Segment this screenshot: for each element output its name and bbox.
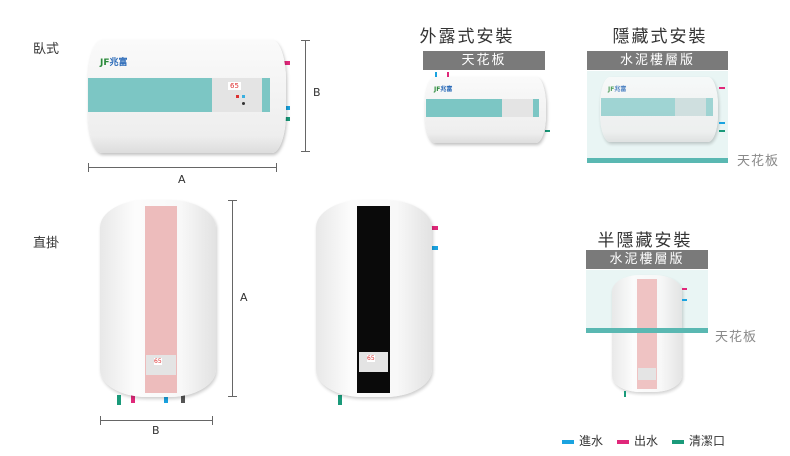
concrete-slab-bar-semi: 水泥樓層版 <box>586 250 708 269</box>
dimension-a: A <box>178 173 186 186</box>
ceiling-label: 天花板 <box>737 154 780 169</box>
inlet-pipe <box>282 106 290 110</box>
ceiling-bar: 天花板 <box>423 51 545 70</box>
dimension-b-vertical: B <box>152 424 160 437</box>
legend-outlet: 出水 <box>617 432 658 449</box>
ceiling-label-semi: 天花板 <box>715 330 758 345</box>
drain-pipe <box>282 117 290 121</box>
exposed-title: 外露式安裝 <box>419 27 515 47</box>
outlet-pipe <box>282 61 290 65</box>
concrete-slab-bar: 水泥樓層版 <box>587 51 728 70</box>
brand-logo: JF兆富 <box>100 58 128 68</box>
semi-title: 半隱藏安裝 <box>597 231 693 251</box>
hidden-title: 隱藏式安裝 <box>612 27 708 47</box>
legend-inlet: 進水 <box>562 432 603 449</box>
dimension-b: B <box>313 86 321 99</box>
legend: 進水 出水 清潔口 <box>562 432 725 449</box>
horizontal-label: 臥式 <box>33 42 60 57</box>
dimension-a-vertical: A <box>240 291 248 304</box>
control-panel: 65 <box>212 78 262 112</box>
vertical-label: 直掛 <box>33 236 60 251</box>
legend-drain: 清潔口 <box>672 432 725 449</box>
